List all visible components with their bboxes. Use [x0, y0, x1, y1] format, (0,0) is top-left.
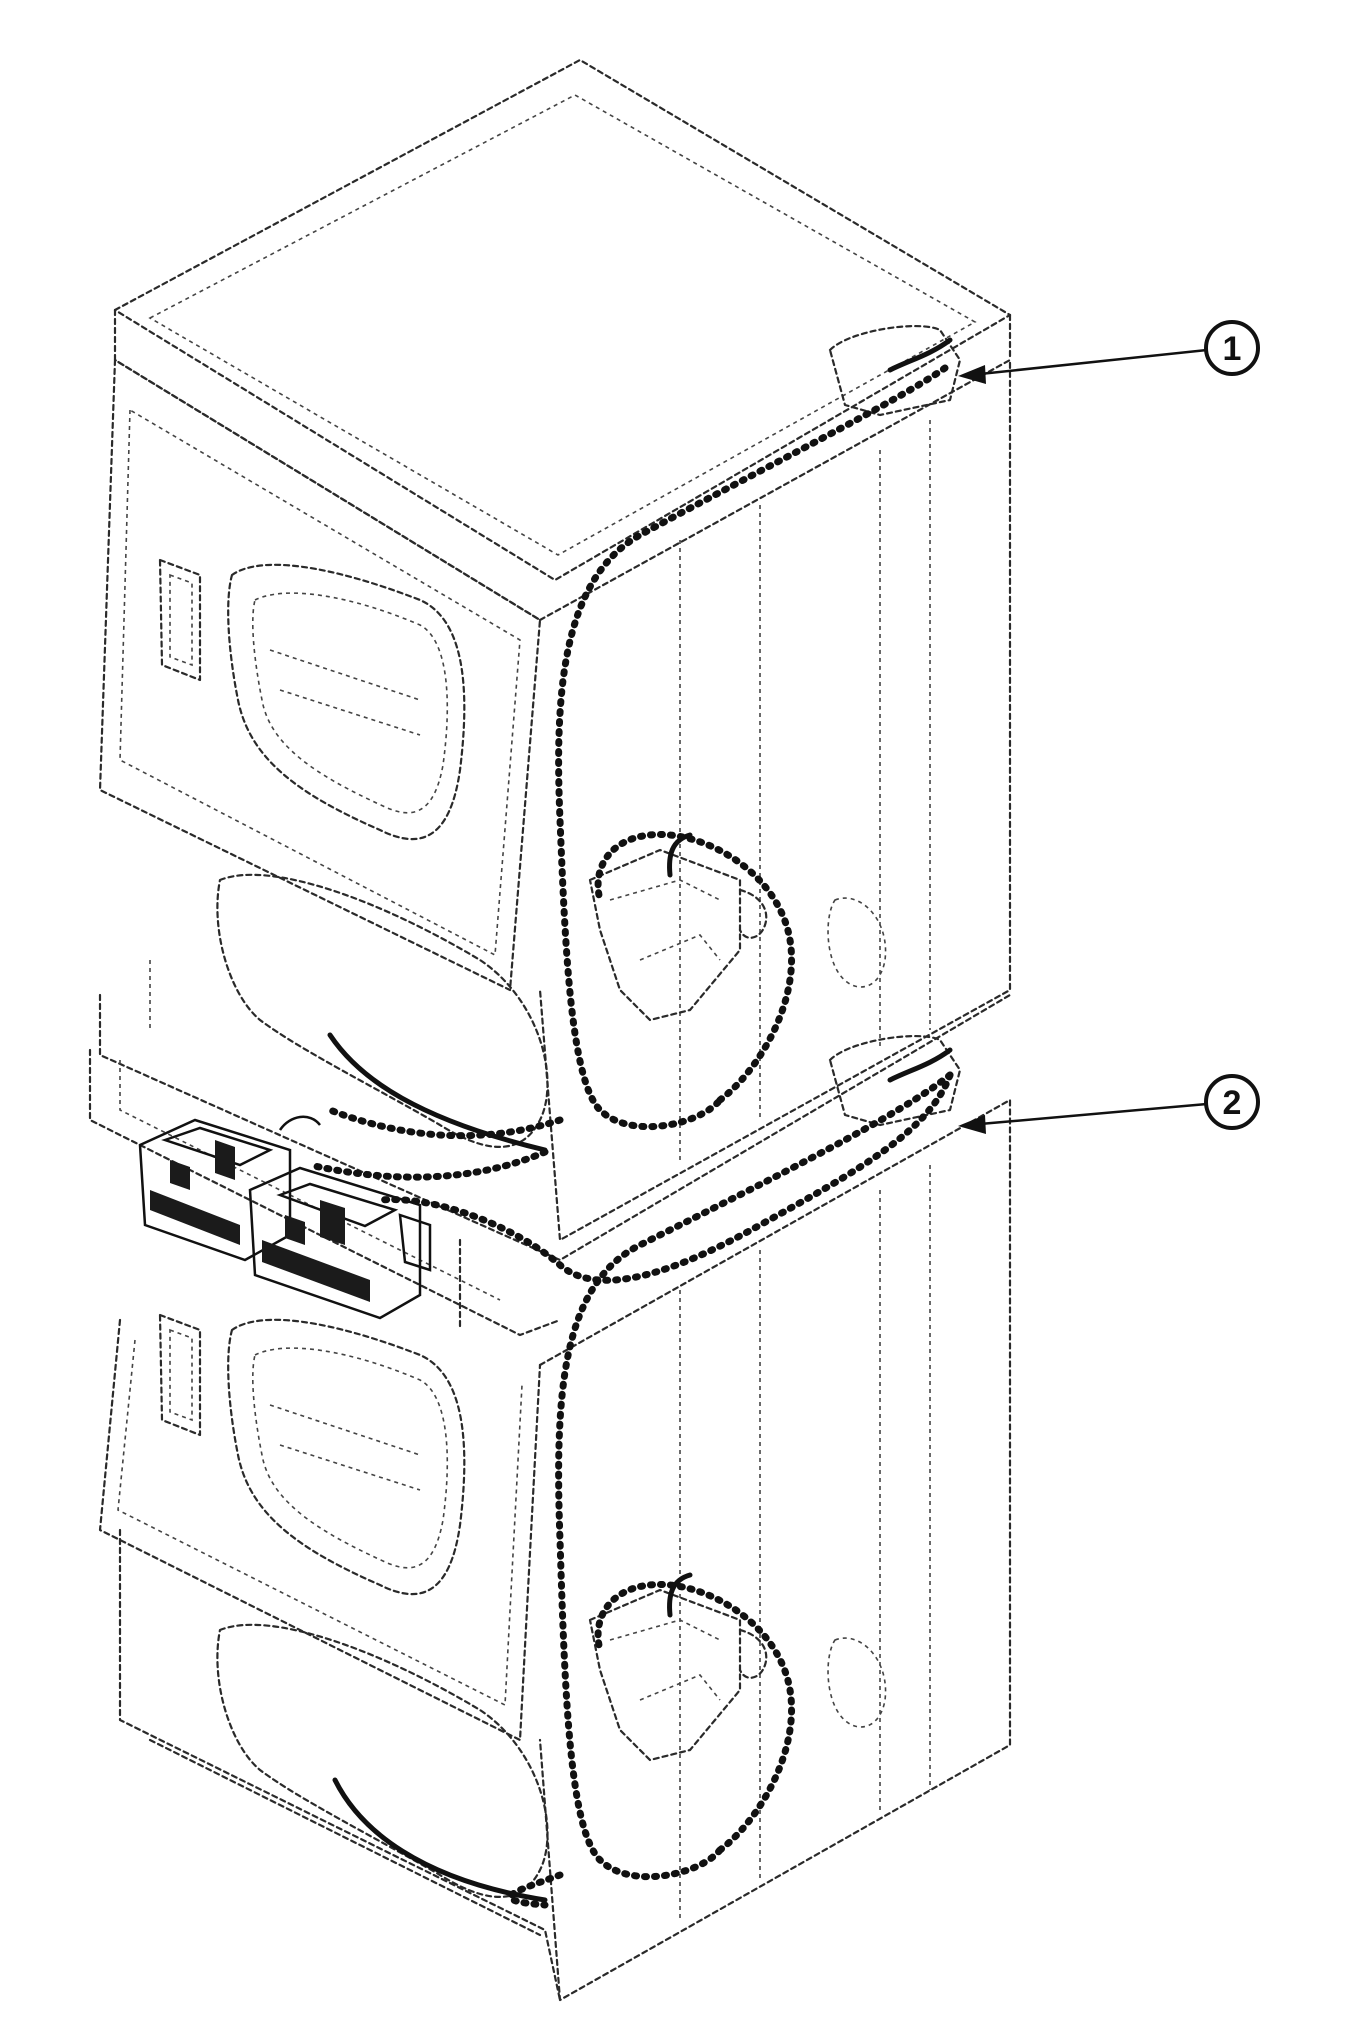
callout-2-label: 2 [1223, 1084, 1242, 1122]
upper-dryer-unit [98, 58, 1012, 1242]
lower-dryer-unit [98, 1098, 1012, 2002]
control-box-assembly [88, 993, 1012, 1337]
callout-2: 2 [958, 1074, 1260, 1134]
harness-routing-paths [306, 364, 954, 1909]
callout-1-label: 1 [1223, 330, 1242, 368]
callout-1: 1 [958, 320, 1260, 384]
